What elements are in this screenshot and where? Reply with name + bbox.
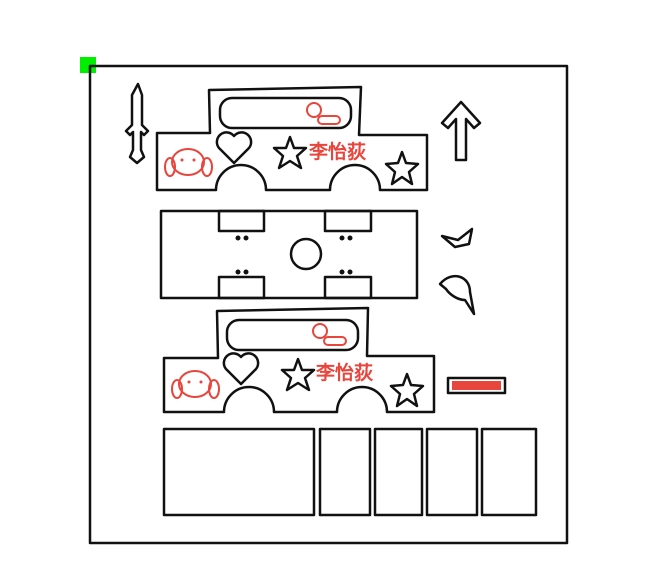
- star-icon: [389, 372, 425, 408]
- material-border: [88, 64, 569, 545]
- car-panel-top: 李怡荻: [155, 85, 429, 192]
- heart-icon: [222, 352, 260, 386]
- dog-icon: [164, 148, 213, 177]
- dog-icon: [171, 370, 220, 399]
- window-slot: [225, 318, 360, 352]
- name-engraving: 李怡荻: [315, 361, 373, 384]
- star-icon: [384, 150, 420, 186]
- smiley-icon: [312, 323, 347, 346]
- base-panel: [159, 209, 419, 300]
- window-slot: [218, 96, 353, 130]
- side-panels: [162, 427, 538, 517]
- star-icon: [272, 135, 308, 170]
- car-panel-bottom: 李怡荻: [162, 306, 436, 414]
- dolphin-icon: [438, 274, 476, 316]
- smiley-icon: [306, 102, 341, 125]
- label-plate: [446, 376, 507, 395]
- arrow-up-icon: [440, 100, 482, 162]
- origin-marker[interactable]: [80, 57, 96, 73]
- star-icon: [280, 357, 316, 392]
- bird-icon: [440, 227, 474, 249]
- name-engraving: 李怡荻: [308, 140, 366, 163]
- sword-icon: [124, 82, 150, 165]
- heart-icon: [215, 131, 253, 165]
